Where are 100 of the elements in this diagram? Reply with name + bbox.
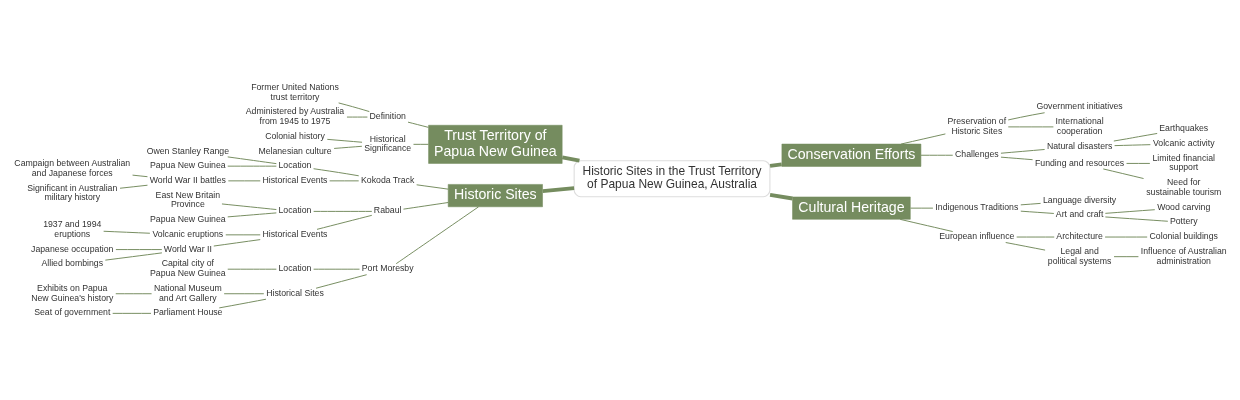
node-text: Influence of Australian administration: [1140, 245, 1227, 266]
node-text: Volcanic eruptions: [151, 228, 223, 239]
node-text: 1937 and 1994 eruptions: [42, 218, 101, 239]
connector: [1007, 125, 1054, 127]
connector: [218, 298, 266, 308]
node-box: Historic Sites in the Trust Territory of Papua New Guinea, Australia: [573, 159, 770, 197]
connector: [220, 202, 277, 210]
node-text: Definition: [369, 110, 406, 121]
connector: [337, 101, 370, 112]
connector: [1112, 132, 1158, 142]
connector: [226, 211, 277, 217]
connector: [345, 116, 368, 118]
connector: [226, 268, 277, 270]
connector: [226, 165, 277, 167]
node-text: Historical Sites: [265, 287, 324, 298]
connector: [542, 185, 574, 193]
node-text: Former United Nations trust territory: [250, 81, 339, 102]
connector: [226, 155, 277, 164]
node-box: Trust Territory of Papua New Guinea: [427, 124, 562, 164]
node-text: Natural disasters: [1046, 140, 1112, 151]
node-text: National Museum and Art Gallery: [153, 282, 222, 303]
connector: [114, 292, 152, 294]
node-text: Volcanic activity: [1152, 137, 1215, 148]
connector: [769, 161, 782, 168]
connector: [561, 154, 580, 163]
node-text: International cooperation: [1055, 115, 1104, 136]
node-text: Significant in Australian military history: [26, 182, 117, 202]
node-text: Location: [278, 204, 311, 215]
connector: [212, 238, 261, 247]
node-box: Conservation Efforts: [781, 143, 921, 167]
connector: [407, 121, 429, 128]
connector: [1015, 236, 1055, 237]
connector: [1104, 208, 1155, 214]
node-text: Seat of government: [33, 306, 110, 317]
connector: [315, 273, 367, 289]
node-text: Exhibits on Papua New Guinea's history: [30, 282, 113, 303]
connector: [326, 138, 363, 143]
node-text: Preservation of Historic Sites: [947, 115, 1006, 136]
connector: [111, 312, 151, 314]
connector: [312, 210, 372, 212]
node-text: Legal and political systems: [1047, 245, 1111, 266]
node-text: Parliament House: [152, 306, 222, 317]
node-text: Indigenous Traditions: [934, 201, 1018, 212]
node-text: Papua New Guinea: [149, 213, 226, 224]
node-text: Port Moresby: [361, 262, 414, 273]
connector: [415, 183, 449, 190]
connector: [1019, 202, 1041, 205]
connector: [909, 207, 933, 209]
node-text: Rabaul: [373, 204, 401, 215]
connector: [223, 292, 264, 294]
connector: [395, 205, 479, 264]
node-text: Owen Stanley Range: [146, 145, 229, 155]
node-text: Art and craft: [1055, 208, 1103, 219]
connector: [227, 179, 261, 181]
node-text: Funding and resources: [1034, 157, 1124, 167]
connector: [131, 174, 148, 177]
connector: [333, 145, 362, 149]
connector: [102, 230, 150, 234]
connector: [1102, 167, 1144, 179]
connector: [1019, 210, 1054, 214]
connector: [104, 251, 162, 261]
node-text: Colonial history: [264, 130, 325, 141]
node-box: Cultural Heritage: [791, 196, 911, 220]
node-text: Historical Events: [262, 174, 327, 185]
node-text: East New Britain Province: [155, 189, 220, 209]
connector: [900, 132, 946, 145]
connector: [312, 167, 359, 176]
node-text: Historical Events: [262, 228, 327, 239]
node-text: Historical Significance: [363, 133, 411, 153]
connector: [1113, 143, 1151, 146]
node-text: Need for sustainable tourism: [1145, 176, 1221, 197]
node-text: Wood carving: [1156, 201, 1210, 212]
node-text: European influence: [938, 230, 1014, 241]
connector: [312, 268, 360, 270]
node-text: Architecture: [1055, 230, 1103, 241]
node-text: Earthquakes: [1158, 122, 1208, 133]
connector: [999, 156, 1033, 160]
node-text: Language diversity: [1042, 194, 1116, 205]
node-text: Colonial buildings: [1149, 230, 1218, 241]
node-text: Melanesian culture: [257, 145, 332, 155]
connector: [114, 248, 162, 250]
node-text: Capital city of Papua New Guinea: [149, 257, 226, 278]
node-text: Limited financial support: [1151, 152, 1215, 172]
node-text: Location: [278, 262, 311, 273]
connector: [1007, 111, 1045, 120]
node-text: Location: [278, 159, 311, 170]
node-text: Kokoda Track: [360, 174, 414, 185]
connector: [316, 214, 372, 230]
connector: [224, 233, 261, 235]
connector: [1113, 255, 1139, 257]
connector: [119, 184, 148, 189]
node-text: Challenges: [954, 148, 999, 159]
node-text: Administered by Australia from 1945 to 1975: [245, 105, 344, 126]
connector: [328, 179, 359, 181]
connector: [1104, 236, 1148, 237]
connector: [412, 143, 429, 145]
node-text: Pottery: [1169, 215, 1198, 226]
connector: [1004, 241, 1046, 251]
node-text: Papua New Guinea: [149, 159, 226, 170]
connector: [1125, 162, 1150, 164]
